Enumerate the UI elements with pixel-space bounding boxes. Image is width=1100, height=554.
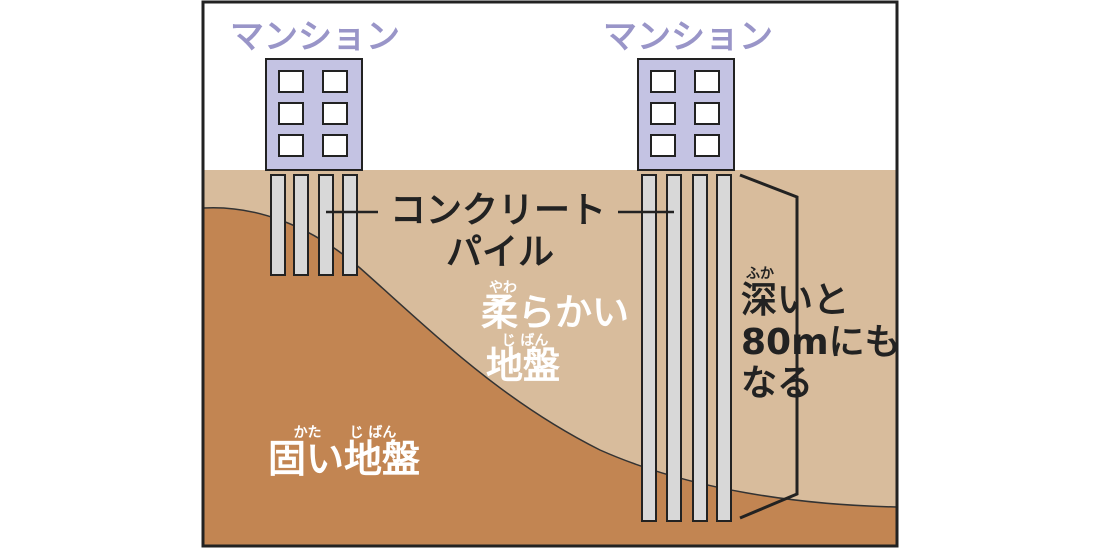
hard-ground-ruby: かた じ ばん (294, 425, 397, 441)
depth-note-line3: なる (741, 363, 813, 404)
left-building-label: マンション (230, 17, 400, 57)
depth-note-ruby: ふか (746, 266, 774, 282)
hard-ground-label: 固い地盤 (268, 437, 420, 481)
left-building-windows (278, 70, 348, 157)
right-building-label: マンション (603, 17, 773, 57)
soft-ground-line2: 地盤 (486, 344, 560, 387)
left-building (265, 58, 363, 171)
short-piles (270, 174, 358, 276)
long-piles (641, 174, 732, 522)
soft-ground-line1: 柔らかい (481, 291, 629, 334)
short-pile (270, 174, 286, 276)
long-pile (641, 174, 657, 522)
depth-bracket (739, 173, 799, 520)
pile-label-line2: パイル (446, 232, 554, 273)
hard-ground-layer (203, 207, 897, 546)
depth-note-line2: 80mにも (741, 322, 901, 363)
short-pile (318, 174, 334, 276)
right-building-windows (650, 70, 720, 157)
long-pile (666, 174, 682, 522)
long-pile (716, 174, 732, 522)
diagram-frame (201, 0, 899, 548)
depth-note-line1: 深いと (741, 280, 849, 321)
short-pile (342, 174, 358, 276)
short-pile (293, 174, 309, 276)
pile-label-line1: コンクリート (390, 190, 606, 231)
soft-ground-ruby2: じ ばん (502, 333, 549, 349)
right-building (637, 58, 735, 171)
soft-ground-ruby1: やわ (489, 280, 517, 296)
long-pile (692, 174, 708, 522)
